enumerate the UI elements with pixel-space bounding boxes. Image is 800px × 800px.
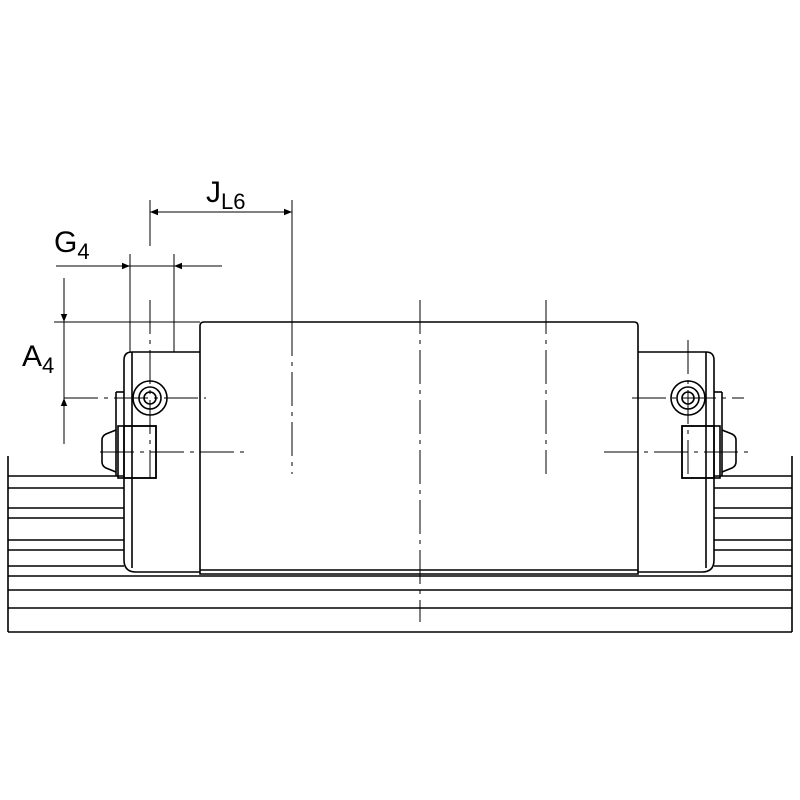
dimension-jl6 — [149, 200, 293, 326]
g4-sub: 4 — [77, 239, 89, 264]
dimension-label-g4: G4 — [54, 226, 90, 264]
jl6-sub: L6 — [221, 189, 245, 214]
dimension-g4 — [56, 254, 222, 352]
guide-rail — [7, 456, 793, 633]
dimension-label-a4: A4 — [22, 340, 54, 378]
left-lube-nipple — [101, 380, 168, 479]
right-lube-nipple — [670, 380, 737, 479]
jl6-main: J — [206, 176, 221, 209]
dimension-label-jl6: JL6 — [206, 176, 245, 214]
g4-main: G — [54, 226, 77, 259]
dimension-a4 — [54, 278, 200, 444]
a4-sub: 4 — [42, 353, 54, 378]
carriage-body — [115, 321, 723, 575]
center-lines — [64, 300, 752, 622]
a4-main: A — [22, 340, 42, 373]
